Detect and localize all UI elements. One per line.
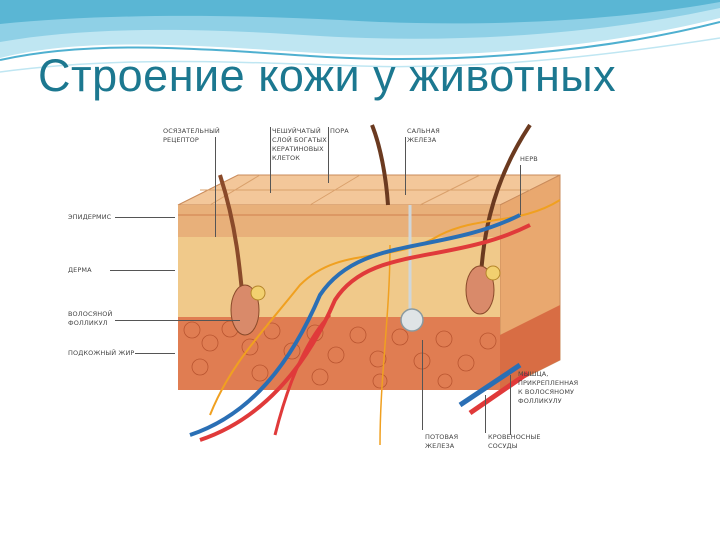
hair-follicle-right [465, 265, 495, 315]
leader-epidermis [115, 217, 175, 218]
leader-nerve [520, 165, 521, 215]
hair-middle [370, 124, 390, 206]
label-sensory-receptor: Осязательный рецептор [163, 127, 220, 144]
sebaceous-gland-right [485, 265, 501, 281]
leader-sweat-gland [422, 340, 423, 430]
label-dermis: Дерма [68, 266, 92, 274]
leader-sebaceous [405, 137, 406, 195]
leader-scaly [270, 127, 271, 193]
label-nerve: Нерв [520, 155, 538, 163]
leader-dermis [110, 270, 175, 271]
artery-vessel [199, 223, 531, 442]
header-wave-banner [0, 0, 720, 73]
skin-structure-diagram: Эпидермис Дерма Волосяной фолликул Подко… [60, 115, 580, 470]
label-muscle: Мышца, прикрепленная к волосяному фоллик… [518, 370, 579, 405]
slide-title: Строение кожи у животных [38, 50, 617, 101]
leader-follicle [115, 320, 240, 321]
label-pore: Пора [330, 127, 349, 135]
leader-fat [135, 353, 175, 354]
label-sweat-gland: Потовая железа [425, 433, 459, 450]
sebaceous-gland-left [250, 285, 266, 301]
sweat-gland-coil [400, 308, 424, 332]
leader-pore [328, 127, 329, 183]
label-hair-follicle: Волосяной фолликул [68, 310, 113, 327]
label-blood-vessels: Кровеносные сосуды [488, 433, 541, 450]
label-epidermis: Эпидермис [68, 213, 112, 221]
leader-receptor [215, 137, 216, 237]
label-sebaceous-gland: Сальная железа [407, 127, 440, 144]
leader-muscle [510, 375, 511, 435]
nerve-line [209, 199, 561, 416]
leader-vessels [485, 395, 486, 433]
label-subcutaneous-fat: Подкожный жир [68, 349, 135, 357]
vein-vessel [189, 213, 521, 437]
epidermis-layer [178, 205, 500, 237]
label-scaly-layer: Чешуйчатый слой богатых кератиновых клет… [272, 127, 327, 162]
subcutaneous-fat-layer [178, 317, 500, 390]
skin-cross-section [177, 123, 561, 446]
